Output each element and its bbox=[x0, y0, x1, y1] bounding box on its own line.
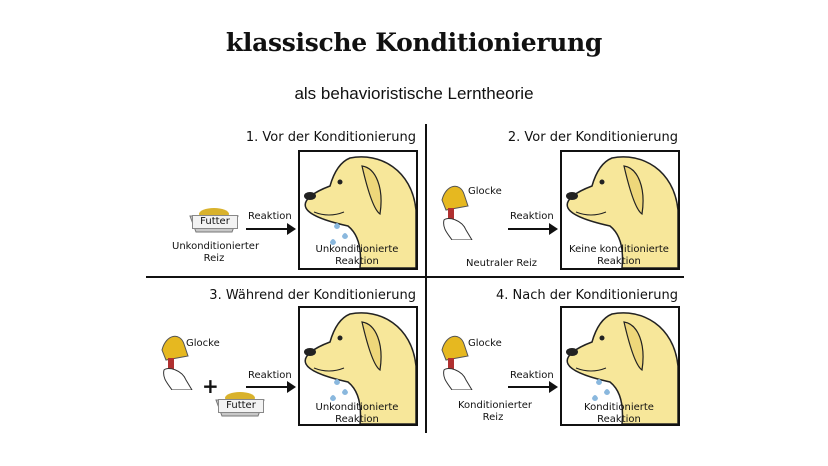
dog-image-box bbox=[560, 150, 680, 270]
food-label: Futter bbox=[218, 399, 264, 413]
arrow-label: Reaktion bbox=[510, 211, 554, 222]
bell-hand-icon bbox=[152, 330, 196, 391]
horizontal-divider bbox=[146, 276, 684, 278]
panel-title: 4. Nach der Konditionierung bbox=[496, 288, 678, 303]
page-title: klassische Konditionierung bbox=[225, 28, 603, 57]
dog-icon bbox=[566, 156, 678, 268]
panel-4: 4. Nach der Konditionierung Glocke Kondi… bbox=[414, 284, 682, 434]
bell-label: Glocke bbox=[468, 338, 502, 349]
food-bowl-icon: Futter bbox=[214, 388, 266, 418]
bell-hand-icon bbox=[432, 330, 476, 391]
stimulus-label: Konditionierter Reiz bbox=[458, 400, 533, 423]
bell-label: Glocke bbox=[468, 186, 502, 197]
panel-title: 2. Vor der Konditionierung bbox=[507, 130, 678, 145]
stimulus-label: Unkonditionierter Reiz bbox=[172, 241, 260, 264]
dog-image-box bbox=[298, 306, 418, 426]
panel-1: 1. Vor der Konditionierung Futter Unkond… bbox=[152, 126, 420, 276]
food-label: Futter bbox=[192, 215, 238, 229]
arrow-label: Reaktion bbox=[248, 370, 292, 381]
reaction-arrow bbox=[508, 381, 558, 393]
panel-3: 3. Während der Konditionierung Glocke + … bbox=[152, 284, 420, 434]
arrow-label: Reaktion bbox=[248, 211, 292, 222]
dog-icon bbox=[304, 312, 416, 424]
dog-icon bbox=[566, 312, 678, 424]
response-label: Unkonditionierte Reaktion bbox=[315, 244, 399, 267]
panel-title: 3. Während der Konditionierung bbox=[209, 288, 416, 303]
panel-2: 2. Vor der Konditionierung Glocke Neutra… bbox=[414, 126, 682, 276]
response-label: Unkonditionierte Reaktion bbox=[315, 402, 399, 425]
reaction-arrow bbox=[508, 223, 558, 235]
page-subtitle: als behavioristische Lerntheorie bbox=[294, 84, 534, 103]
reaction-arrow bbox=[246, 381, 296, 393]
response-label: Keine konditionierte Reaktion bbox=[569, 244, 669, 267]
reaction-arrow bbox=[246, 223, 296, 235]
panel-title: 1. Vor der Konditionierung bbox=[245, 130, 416, 145]
dog-image-box bbox=[560, 306, 680, 426]
stimulus-label: Neutraler Reiz bbox=[466, 258, 538, 269]
response-label: Konditionierte Reaktion bbox=[584, 402, 654, 425]
arrow-label: Reaktion bbox=[510, 370, 554, 381]
bell-label: Glocke bbox=[186, 338, 220, 349]
dog-image-box bbox=[298, 150, 418, 270]
bell-hand-icon bbox=[432, 180, 476, 241]
food-bowl-icon: Futter bbox=[188, 204, 240, 234]
plus-sign: + bbox=[202, 374, 219, 398]
vertical-divider bbox=[425, 124, 427, 433]
dog-icon bbox=[304, 156, 416, 268]
